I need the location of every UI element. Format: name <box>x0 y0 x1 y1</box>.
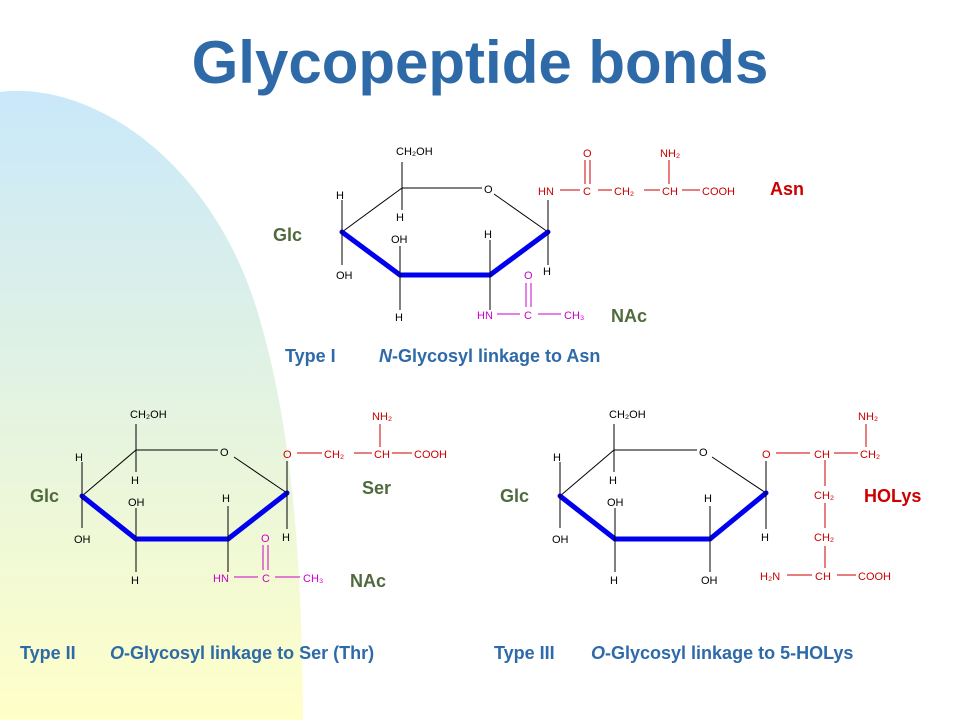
asn-label: Asn <box>770 179 804 199</box>
atom: OH <box>336 270 353 282</box>
atom: CH <box>662 186 678 198</box>
bold-bond <box>707 490 769 542</box>
atom: H <box>610 575 618 587</box>
atom: C <box>583 186 591 198</box>
atom: O <box>762 449 771 461</box>
nac-label: NAc <box>350 571 386 591</box>
atom: OH <box>607 497 624 509</box>
atom: CH₃ <box>564 310 584 322</box>
atom: C <box>524 310 532 322</box>
atom: O <box>261 533 270 545</box>
atom: H <box>553 452 561 464</box>
atom: H <box>395 312 403 324</box>
caption-rest: -Glycosyl linkage to Asn <box>392 346 600 366</box>
atom: H <box>609 475 617 487</box>
caption-rest: -Glycosyl linkage to 5-HOLys <box>605 643 853 663</box>
atom: NH₂ <box>660 148 680 160</box>
atom: COOH <box>414 449 447 461</box>
nac-label: NAc <box>611 306 647 326</box>
atom: HN <box>213 573 229 585</box>
atom: CH₂ <box>814 490 834 502</box>
atom: CH₂ <box>324 449 344 461</box>
atom: H <box>484 229 492 241</box>
caption-rest: -Glycosyl linkage to Ser (Thr) <box>124 643 374 663</box>
bold-bond <box>225 490 290 542</box>
caption-type-label: Type I <box>285 346 336 366</box>
bold-bond <box>487 229 551 278</box>
atom: HN <box>477 310 493 322</box>
atom: OH <box>128 497 145 509</box>
atom: OH <box>552 534 569 546</box>
glc-label: Glc <box>273 225 302 245</box>
ser-label: Ser <box>362 478 391 498</box>
atom: H <box>336 190 344 202</box>
atom: H <box>543 266 551 278</box>
atom: CH₂ <box>814 532 834 544</box>
atom: CH <box>814 449 830 461</box>
caption-prefix: N <box>379 346 393 366</box>
bond <box>233 456 288 494</box>
caption-prefix: O <box>591 643 605 663</box>
atom: CH₃ <box>303 573 323 585</box>
bond <box>559 449 615 497</box>
caption-type3: Type III O-Glycosyl linkage to 5-HOLys <box>494 643 853 663</box>
atom: H <box>222 493 230 505</box>
atom: CH₂OH <box>609 409 646 421</box>
atom: NH₂ <box>858 411 878 423</box>
atom: H <box>761 532 769 544</box>
bond <box>711 456 767 494</box>
bond <box>341 187 403 233</box>
holys-label: HOLys <box>864 486 921 506</box>
caption-type-label: Type III <box>494 643 555 663</box>
atom: C <box>262 573 270 585</box>
atom: CH₂OH <box>130 409 167 421</box>
glc-label: Glc <box>500 486 529 506</box>
atom: H <box>704 493 712 505</box>
atom: O <box>283 449 292 461</box>
atom: COOH <box>702 186 735 198</box>
atom: CH₂ <box>860 449 880 461</box>
atom: OH <box>391 234 408 246</box>
atom: H <box>131 475 139 487</box>
bold-bond <box>79 493 139 542</box>
atom: OH <box>701 575 718 587</box>
atom: OH <box>74 534 91 546</box>
glc-label: Glc <box>30 486 59 506</box>
bold-bond <box>557 493 618 542</box>
page-title: Glycopeptide bonds <box>191 29 769 96</box>
caption-type1: Type I N-Glycosyl linkage to Asn <box>285 346 600 366</box>
atom: H₂N <box>760 571 780 583</box>
caption-type2: Type II O-Glycosyl linkage to Ser (Thr) <box>20 643 374 663</box>
atom: H <box>131 575 139 587</box>
structure-type3: CH₂OH O H OH H OH H H OH H O CH CH₂ NH₂ … <box>494 409 921 663</box>
atom: O <box>524 270 533 282</box>
atom: O <box>699 447 708 459</box>
structure-type1: CH₂OH O H OH H OH H H H HN C O CH₂ CH NH… <box>273 146 804 366</box>
atom: CH <box>374 449 390 461</box>
caption-prefix: O <box>110 643 124 663</box>
atom: O <box>484 184 493 196</box>
atom: CH₂ <box>614 186 634 198</box>
atom: O <box>220 447 229 459</box>
atom: H <box>75 452 83 464</box>
caption-type-label: Type II <box>20 643 76 663</box>
structure-type2: CH₂OH O H OH H OH H H H O CH₂ CH NH₂ COO… <box>20 409 447 663</box>
bond <box>493 193 549 233</box>
atom: H <box>396 212 404 224</box>
bond <box>81 449 137 497</box>
atom: CH <box>815 571 831 583</box>
atom: O <box>583 148 592 160</box>
atom: CH₂OH <box>396 146 433 158</box>
atom: NH₂ <box>372 411 392 423</box>
atom: H <box>282 532 290 544</box>
bold-bond <box>339 229 403 278</box>
atom: HN <box>538 186 554 198</box>
atom: COOH <box>858 571 891 583</box>
background-curve <box>0 90 303 720</box>
